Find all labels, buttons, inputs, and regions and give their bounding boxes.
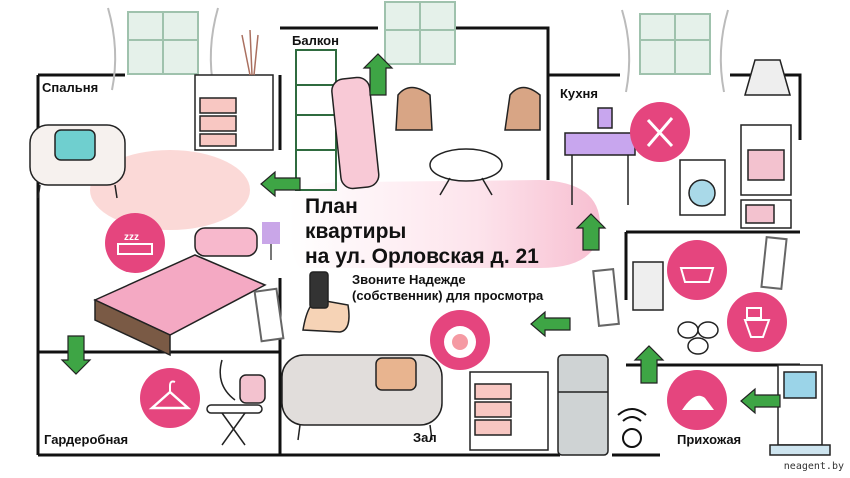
room-label-bedroom: Спальня (42, 80, 99, 95)
window-kitchen (621, 9, 729, 93)
shelf-unit (295, 49, 337, 191)
stove (740, 59, 792, 196)
wifi-icon (617, 408, 647, 448)
wall-mirror-bath (592, 235, 788, 327)
room-label-kitchen: Кухня (560, 86, 598, 101)
balcony-table (429, 148, 503, 196)
bed (93, 227, 267, 357)
title-line-2: квартиры (305, 220, 407, 243)
contact-line-2: (собственник) для просмотра (352, 288, 544, 303)
contact-line-1: Звоните Надежде (352, 272, 466, 287)
fork-knife-icon (630, 102, 690, 162)
room-label-wardrobe: Гардеробная (44, 432, 129, 447)
arrow-hall (530, 310, 571, 338)
ironing-board (206, 404, 263, 446)
window-balcony (384, 1, 456, 65)
watermark: neagent.by (783, 461, 844, 472)
vacuum-cleaner (219, 359, 266, 404)
window-bedroom (107, 7, 219, 91)
contact-note: Звоните Надежде (собственник) для просмо… (352, 272, 543, 304)
balcony-chairs (395, 86, 541, 131)
arrows (60, 53, 781, 415)
wall-mirror-left (253, 287, 285, 343)
high-heel-icon (667, 370, 727, 430)
page-title: План квартиры на ул. Орловская д. 21 (305, 194, 539, 269)
title-backdrop (289, 180, 600, 268)
laundry-basket (632, 261, 664, 311)
sleep-bed-icon: zzz (105, 213, 165, 273)
armchair (29, 124, 126, 199)
microwave (740, 199, 792, 229)
phone-in-hand-icon (302, 271, 350, 333)
sofa (281, 354, 443, 441)
room-label-entry: Прихожая (677, 432, 742, 447)
toilet-paper (677, 321, 719, 355)
bedroom-rug (90, 150, 250, 230)
dining-table (564, 107, 636, 205)
standing-mirror (331, 76, 380, 190)
room-label-balcony: Балкон (292, 33, 339, 48)
bathtub-icon (667, 240, 727, 300)
title-line-1: План (305, 195, 358, 218)
hanger-icon (140, 368, 200, 428)
room-label-hall: Зал (413, 430, 437, 445)
arrow-bathroom (633, 345, 665, 384)
floor-lamp (262, 222, 280, 260)
arrow-kitchen (575, 213, 607, 251)
dresser-hall (469, 371, 549, 451)
toilet-icon (727, 292, 787, 352)
arrow-balcony (362, 53, 394, 96)
front-door (769, 364, 831, 456)
svg-text:zzz: zzz (124, 232, 139, 243)
dresser-bedroom (194, 29, 274, 151)
arrow-entry (740, 387, 781, 415)
washing-machine (679, 159, 726, 216)
arrow-wardrobe (60, 335, 92, 375)
title-line-3: на ул. Орловская д. 21 (305, 245, 539, 268)
fridge (557, 354, 609, 456)
arrow-bedroom (260, 170, 301, 198)
food-plate-icon (430, 310, 490, 370)
walls (36, 26, 802, 457)
